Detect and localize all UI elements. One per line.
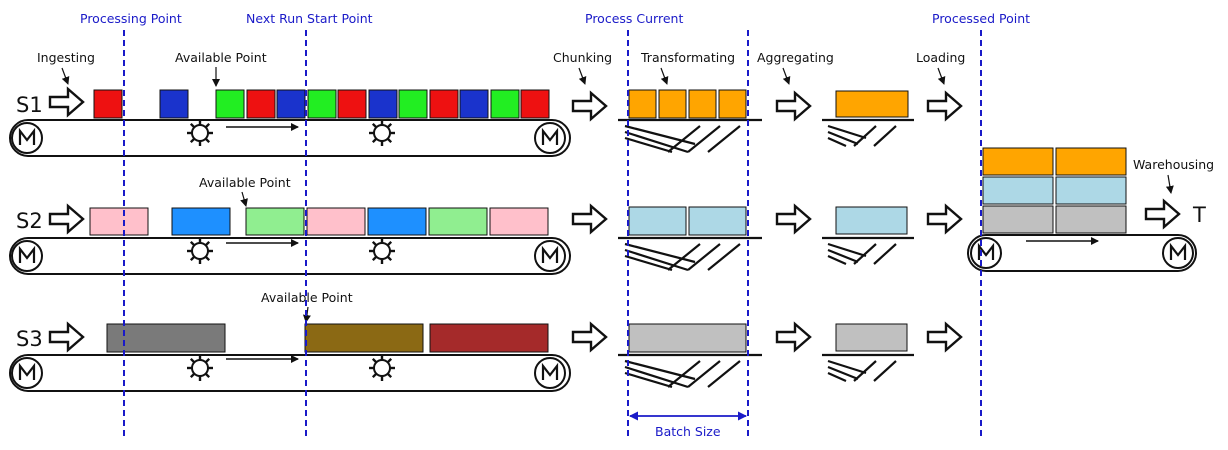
s1-block-6	[307, 89, 337, 119]
s1-conveyor	[9, 118, 571, 157]
s1-chunking-arrow-icon	[571, 91, 608, 121]
s2-gear-2-icon	[367, 236, 397, 266]
s1-input-arrow-icon	[48, 87, 85, 117]
ingesting-label: Ingesting	[37, 50, 95, 65]
s3-input-arrow-icon	[48, 322, 85, 352]
s3-aggregate-block	[835, 323, 908, 352]
available-point-s2-label: Available Point	[199, 175, 291, 190]
s1-block-9	[398, 89, 428, 119]
s3-block-1	[106, 323, 226, 353]
s1-aggregate-block	[835, 90, 909, 118]
chunking-label: Chunking	[553, 50, 612, 65]
processing-point-label: Processing Point	[80, 11, 182, 26]
s1-block-3	[215, 89, 245, 119]
s3-block-3	[429, 323, 549, 353]
s2-block-3	[245, 207, 305, 236]
s1-aggregating-arrow-icon	[775, 91, 812, 121]
s2-gear-1-icon	[185, 236, 215, 266]
s3-gear-1-icon	[185, 353, 215, 383]
warehousing-pointer	[1165, 174, 1174, 194]
available-point-s2-pointer	[240, 191, 248, 207]
s1-transform-platform	[618, 118, 762, 154]
aggregating-pointer	[782, 67, 791, 85]
s1-block-5	[276, 89, 306, 119]
loading-label: Loading	[916, 50, 965, 65]
s1-gear-1-icon	[185, 118, 215, 148]
target-label: T	[1192, 203, 1206, 227]
s2-block-4	[306, 207, 366, 236]
s2-block-2	[171, 207, 231, 236]
s1-block-4	[246, 89, 276, 119]
s1-loading-arrow-icon	[926, 91, 963, 121]
warehouse-motor-right-icon	[1161, 236, 1195, 270]
loading-pointer	[937, 67, 946, 85]
batch-size-label: Batch Size	[655, 424, 721, 439]
s1-block-1	[93, 89, 123, 119]
s2-motor-right-icon	[533, 239, 567, 273]
warehouse-output-arrow-icon	[1144, 199, 1181, 229]
stream-s3-label: S3	[16, 327, 43, 351]
s3-aggregate-platform	[822, 353, 914, 383]
s2-conveyor	[9, 236, 571, 275]
s1-motor-left-icon	[10, 121, 44, 155]
s3-conveyor	[9, 353, 571, 392]
warehousing-label: Warehousing	[1133, 157, 1214, 172]
s3-chunking-arrow-icon	[571, 322, 608, 352]
warehouse-conveyor	[967, 234, 1197, 272]
ingesting-pointer	[61, 67, 70, 85]
process-current-label: Process Current	[585, 11, 683, 26]
s3-transform-platform	[618, 353, 762, 389]
s2-input-arrow-icon	[48, 204, 85, 234]
s2-block-7	[489, 207, 549, 236]
s2-aggregating-arrow-icon	[775, 204, 812, 234]
s2-loading-arrow-icon	[926, 204, 963, 234]
marker-lines	[123, 30, 982, 438]
s3-block-2	[304, 323, 424, 353]
s1-block-13	[520, 89, 550, 119]
s3-motor-right-icon	[533, 356, 567, 390]
s1-block-2	[159, 89, 189, 119]
s2-aggregate-platform	[822, 236, 914, 266]
s1-block-12	[490, 89, 520, 119]
stream-s2-label: S2	[16, 209, 43, 233]
s2-block-5	[367, 207, 427, 236]
s1-block-8	[368, 89, 398, 119]
s2-transform-blocks	[628, 206, 747, 236]
aggregating-label: Aggregating	[757, 50, 834, 65]
s1-block-7	[337, 89, 367, 119]
s2-chunking-arrow-icon	[571, 204, 608, 234]
s3-transform-block	[628, 323, 747, 353]
transformating-label: Transformating	[640, 50, 735, 65]
chunking-pointer	[578, 67, 587, 85]
s3-gear-2-icon	[367, 353, 397, 383]
s2-motor-left-icon	[10, 239, 44, 273]
stream-s1-label: S1	[16, 93, 43, 117]
s3-loading-arrow-icon	[926, 322, 963, 352]
s1-block-10	[429, 89, 459, 119]
s1-gear-2-icon	[367, 118, 397, 148]
s1-block-11	[459, 89, 489, 119]
s3-motor-left-icon	[10, 356, 44, 390]
s3-aggregating-arrow-icon	[775, 322, 812, 352]
processed-point-label: Processed Point	[932, 11, 1030, 26]
next-run-start-point-label: Next Run Start Point	[246, 11, 373, 26]
s2-block-6	[428, 207, 488, 236]
s1-motor-right-icon	[533, 121, 567, 155]
s1-data-blocks	[93, 89, 550, 119]
s3-data-blocks	[106, 323, 549, 353]
s2-data-blocks	[89, 207, 549, 236]
s2-transform-platform	[618, 236, 762, 272]
available-point-s1-label: Available Point	[175, 50, 267, 65]
available-point-s3-label: Available Point	[261, 290, 353, 305]
transformating-pointer	[660, 67, 669, 85]
s1-aggregate-platform	[822, 118, 914, 148]
s1-transform-blocks	[628, 89, 747, 119]
s2-aggregate-block	[835, 206, 908, 235]
warehouse-motor-left-icon	[969, 236, 1003, 270]
s2-block-1	[89, 207, 149, 236]
warehouse-stack	[982, 147, 1127, 234]
